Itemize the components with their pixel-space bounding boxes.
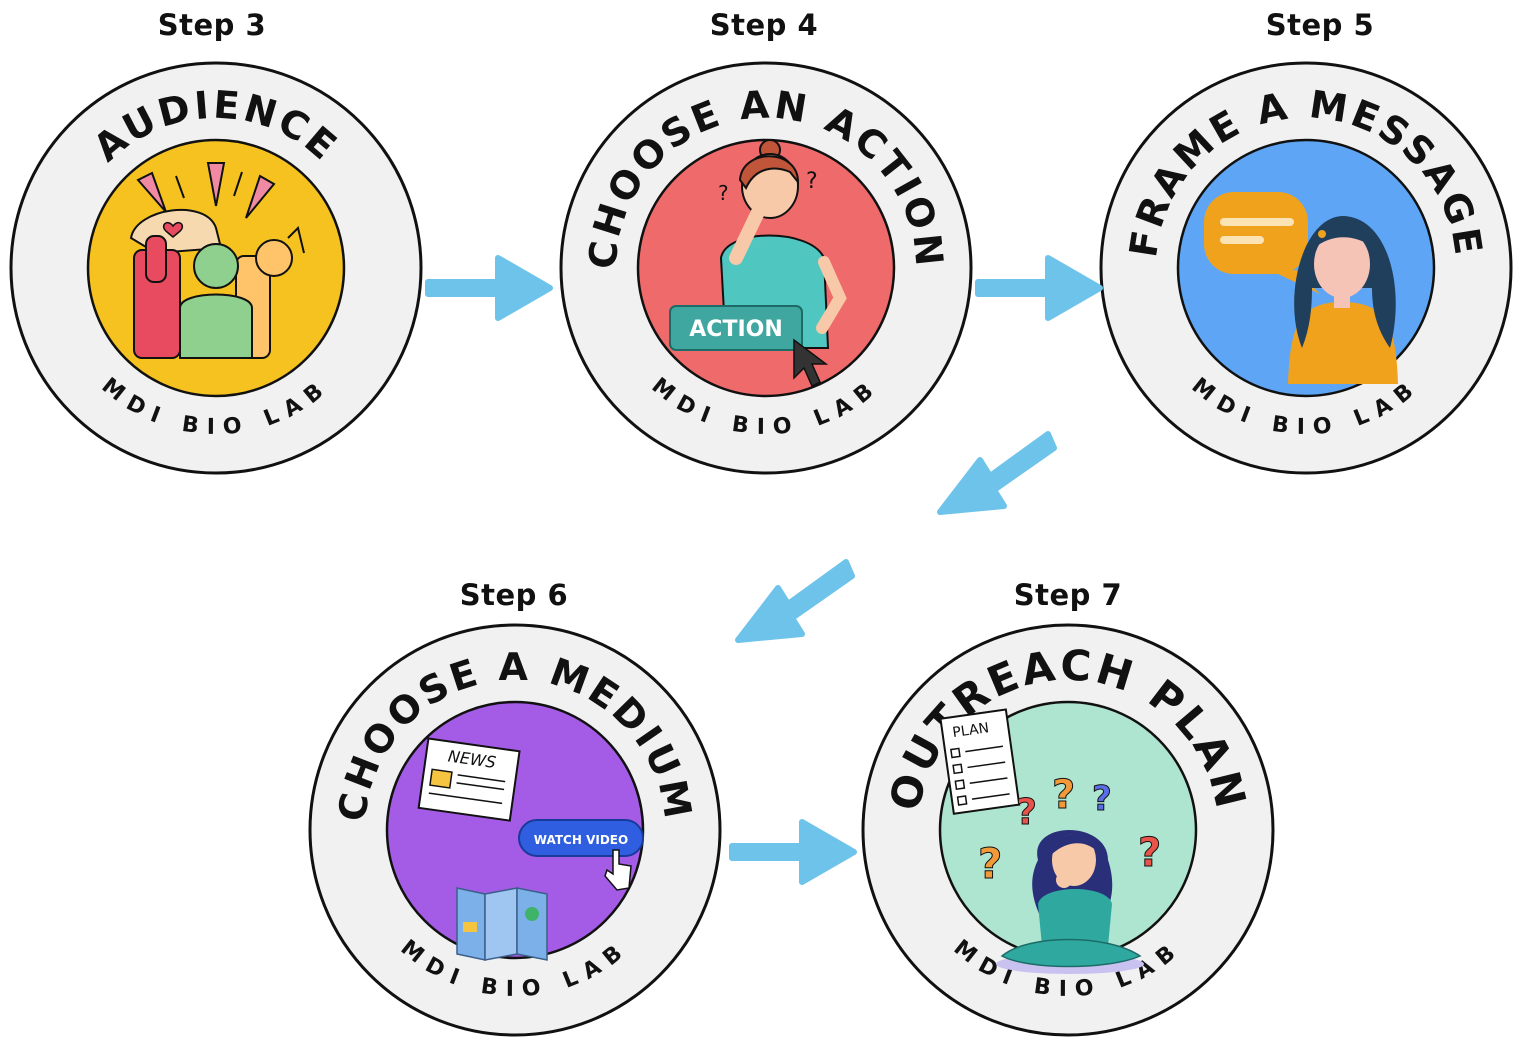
question-marks-icon: ? ? ? ? ? <box>978 772 1162 889</box>
svg-text:?: ? <box>718 181 729 205</box>
step-4-label: Step 4 <box>709 8 819 42</box>
svg-text:?: ? <box>1138 830 1161 876</box>
arrow-to-step6-down-left <box>735 559 855 643</box>
arrow-step4-to-step5 <box>975 255 1103 321</box>
watch-video-button: WATCH VIDEO <box>518 819 644 857</box>
step-3-label: Step 3 <box>157 8 267 42</box>
brochure-icon <box>456 887 548 961</box>
arrow-step3-to-step4 <box>425 255 553 321</box>
svg-text:?: ? <box>1052 772 1075 818</box>
action-button: ACTION <box>669 305 803 351</box>
arrow-step5-down-left <box>937 431 1057 515</box>
svg-text:?: ? <box>1016 792 1037 833</box>
step-5-label: Step 5 <box>1265 8 1375 42</box>
watch-video-text: WATCH VIDEO <box>534 833 628 847</box>
svg-text:?: ? <box>978 839 1002 888</box>
plan-checklist-icon: PLAN <box>939 708 1021 815</box>
svg-text:?: ? <box>1092 779 1112 819</box>
plan-text: PLAN <box>952 720 990 741</box>
step-6-label: Step 6 <box>459 578 569 612</box>
frame-message-badge: FRAME A MESSAGE MDI BIO LAB <box>1099 61 1513 475</box>
audience-badge: AUDIENCE MDI BIO LAB <box>9 61 423 475</box>
outreach-plan-badge: OUTREACH PLAN MDI BIO LAB PLAN ? ? ? ? ? <box>861 623 1275 1037</box>
cursor-icon <box>793 338 829 388</box>
hand-cursor-icon <box>604 849 632 891</box>
cheering-crowd-icon <box>129 162 305 359</box>
choose-action-badge: CHOOSE AN ACTION MDI BIO LAB ? ? ACTION <box>559 61 973 475</box>
arrow-step6-to-step7 <box>729 819 857 885</box>
woman-avatar-icon <box>1288 216 1398 384</box>
step-7-label: Step 7 <box>1013 578 1123 612</box>
action-button-text: ACTION <box>689 317 782 342</box>
svg-text:?: ? <box>806 169 818 194</box>
choose-medium-badge: CHOOSE A MEDIUM MDI BIO LAB NEWS WATCH V… <box>308 623 722 1037</box>
thinking-woman-icon <box>996 830 1144 974</box>
newspaper-icon: NEWS <box>417 737 521 822</box>
